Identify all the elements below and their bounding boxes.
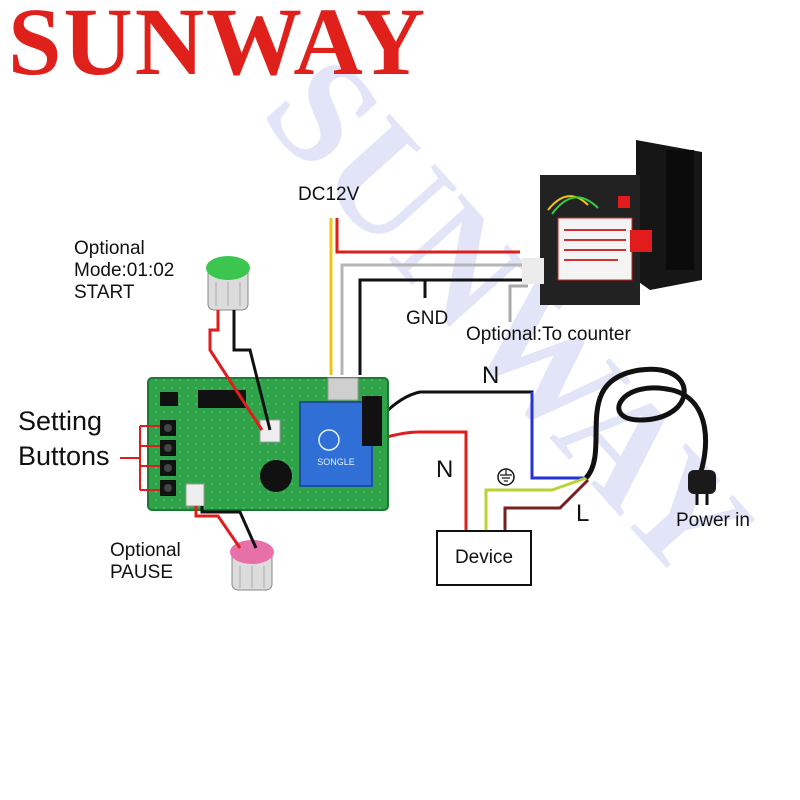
setting-buttons-label: Setting Buttons (18, 404, 110, 474)
wire-counter (508, 284, 528, 322)
optional-pause-line1: Optional (110, 540, 181, 561)
n-left-label: N (436, 456, 454, 483)
pause-wire-black (200, 506, 258, 549)
optional-start-line3: START (74, 281, 135, 303)
optional-pause-label: Optional PAUSE (110, 540, 181, 584)
start-wire-red (208, 310, 264, 431)
optional-start-line2: Mode:01:02 (74, 259, 175, 281)
relay-text: SONGLE (317, 457, 355, 467)
start-button-part (206, 256, 250, 311)
setting-bracket (120, 425, 160, 491)
setting-buttons (160, 420, 176, 496)
coin-acceptor (522, 140, 702, 305)
dc-wires (329, 218, 528, 375)
l-label: L (576, 500, 590, 527)
wire-earth (484, 476, 587, 530)
earth-symbol-icon (497, 468, 515, 486)
optional-start-label: Optional Mode:01:02 START (74, 238, 174, 304)
optional-counter-label: Optional:To counter (466, 324, 631, 345)
optional-pause-line2: PAUSE (110, 561, 174, 583)
n-top-label: N (482, 362, 500, 389)
buzzer (260, 460, 292, 492)
wire-live (503, 478, 590, 530)
gnd-label: GND (406, 308, 449, 329)
power-in-label: Power in (676, 510, 750, 531)
wire-gnd (358, 278, 522, 375)
setting-line2: Buttons (18, 441, 110, 472)
brand-logo: SUNWAY (8, 0, 428, 95)
pause-wire-red (194, 506, 242, 549)
optional-start-line1: Optional (74, 238, 145, 259)
power-cord (584, 366, 716, 505)
wire-neutral-blue (530, 392, 585, 480)
setting-line1: Setting (18, 406, 103, 436)
wire-red-dc (335, 218, 520, 254)
control-board: SONGLE (147, 377, 389, 511)
start-wire-black (232, 310, 272, 431)
ic-chip (198, 390, 246, 408)
dc12v-label: DC12V (298, 184, 360, 205)
wire-gray-a (340, 263, 522, 375)
device-label: Device (454, 547, 514, 568)
device-box: Device (436, 530, 532, 586)
relay (299, 401, 373, 487)
pause-button-part (230, 540, 274, 591)
plug-body (688, 470, 716, 494)
